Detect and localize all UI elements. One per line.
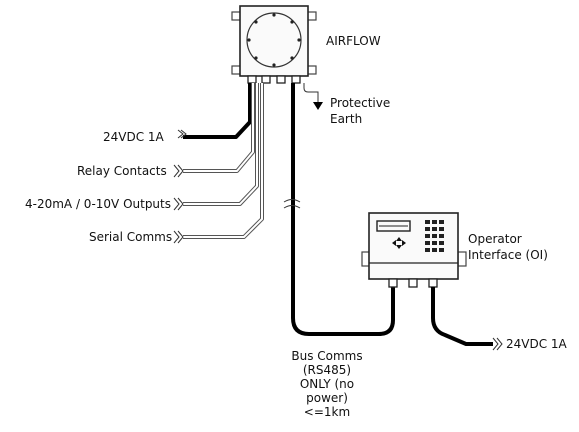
airflow-label: AIRFLOW bbox=[326, 34, 381, 48]
bus-comms-cable bbox=[291, 83, 395, 336]
power-in-break-icon bbox=[177, 129, 187, 139]
serial-cable bbox=[183, 83, 264, 239]
airflow-unit bbox=[231, 5, 317, 84]
outputs-cable bbox=[183, 83, 259, 206]
bus-comms-line-1: Bus Comms bbox=[291, 349, 362, 363]
protective-earth-label-1: Protective bbox=[330, 96, 390, 110]
protective-earth-arrow-icon bbox=[313, 102, 323, 110]
cable-break-icons bbox=[173, 164, 184, 244]
oi-display bbox=[376, 220, 411, 232]
serial-label: Serial Comms bbox=[89, 230, 172, 244]
airflow-cable-glands bbox=[247, 75, 301, 84]
relay-label: Relay Contacts bbox=[77, 164, 167, 178]
oi-label-2: Interface (OI) bbox=[468, 248, 548, 262]
oi-cable-glands bbox=[388, 278, 438, 288]
outputs-label: 4-20mA / 0-10V Outputs bbox=[25, 197, 171, 211]
oi-power-break-icon bbox=[492, 337, 503, 351]
oi-power-cable bbox=[431, 287, 493, 346]
oi-enclosure bbox=[368, 212, 459, 280]
power-in-label: 24VDC 1A bbox=[103, 130, 165, 144]
operator-interface-unit bbox=[361, 212, 467, 288]
oi-navigation-keys-icon bbox=[392, 237, 406, 249]
bus-comms-line-4: power) bbox=[306, 391, 348, 405]
relay-cable bbox=[183, 83, 255, 173]
protective-earth-label-2: Earth bbox=[330, 112, 362, 126]
airflow-lid-circle bbox=[246, 12, 302, 68]
power-in-cable bbox=[183, 83, 252, 139]
oi-keypad-icon bbox=[425, 220, 444, 252]
oi-mounting-lug-right bbox=[457, 251, 467, 267]
bus-comms-line-2: (RS485) bbox=[303, 363, 351, 377]
bus-comms-line-5: <=1km bbox=[304, 405, 350, 419]
airflow-lid-bolts bbox=[247, 13, 301, 67]
oi-power-label: 24VDC 1A bbox=[506, 337, 568, 351]
bus-comms-break-icon bbox=[283, 199, 301, 209]
bus-comms-note: Bus Comms (RS485) ONLY (no power) <=1km bbox=[291, 349, 362, 419]
bus-comms-line-3: ONLY (no bbox=[300, 377, 354, 391]
oi-label-1: Operator bbox=[468, 232, 522, 246]
protective-earth-wire bbox=[303, 83, 319, 104]
